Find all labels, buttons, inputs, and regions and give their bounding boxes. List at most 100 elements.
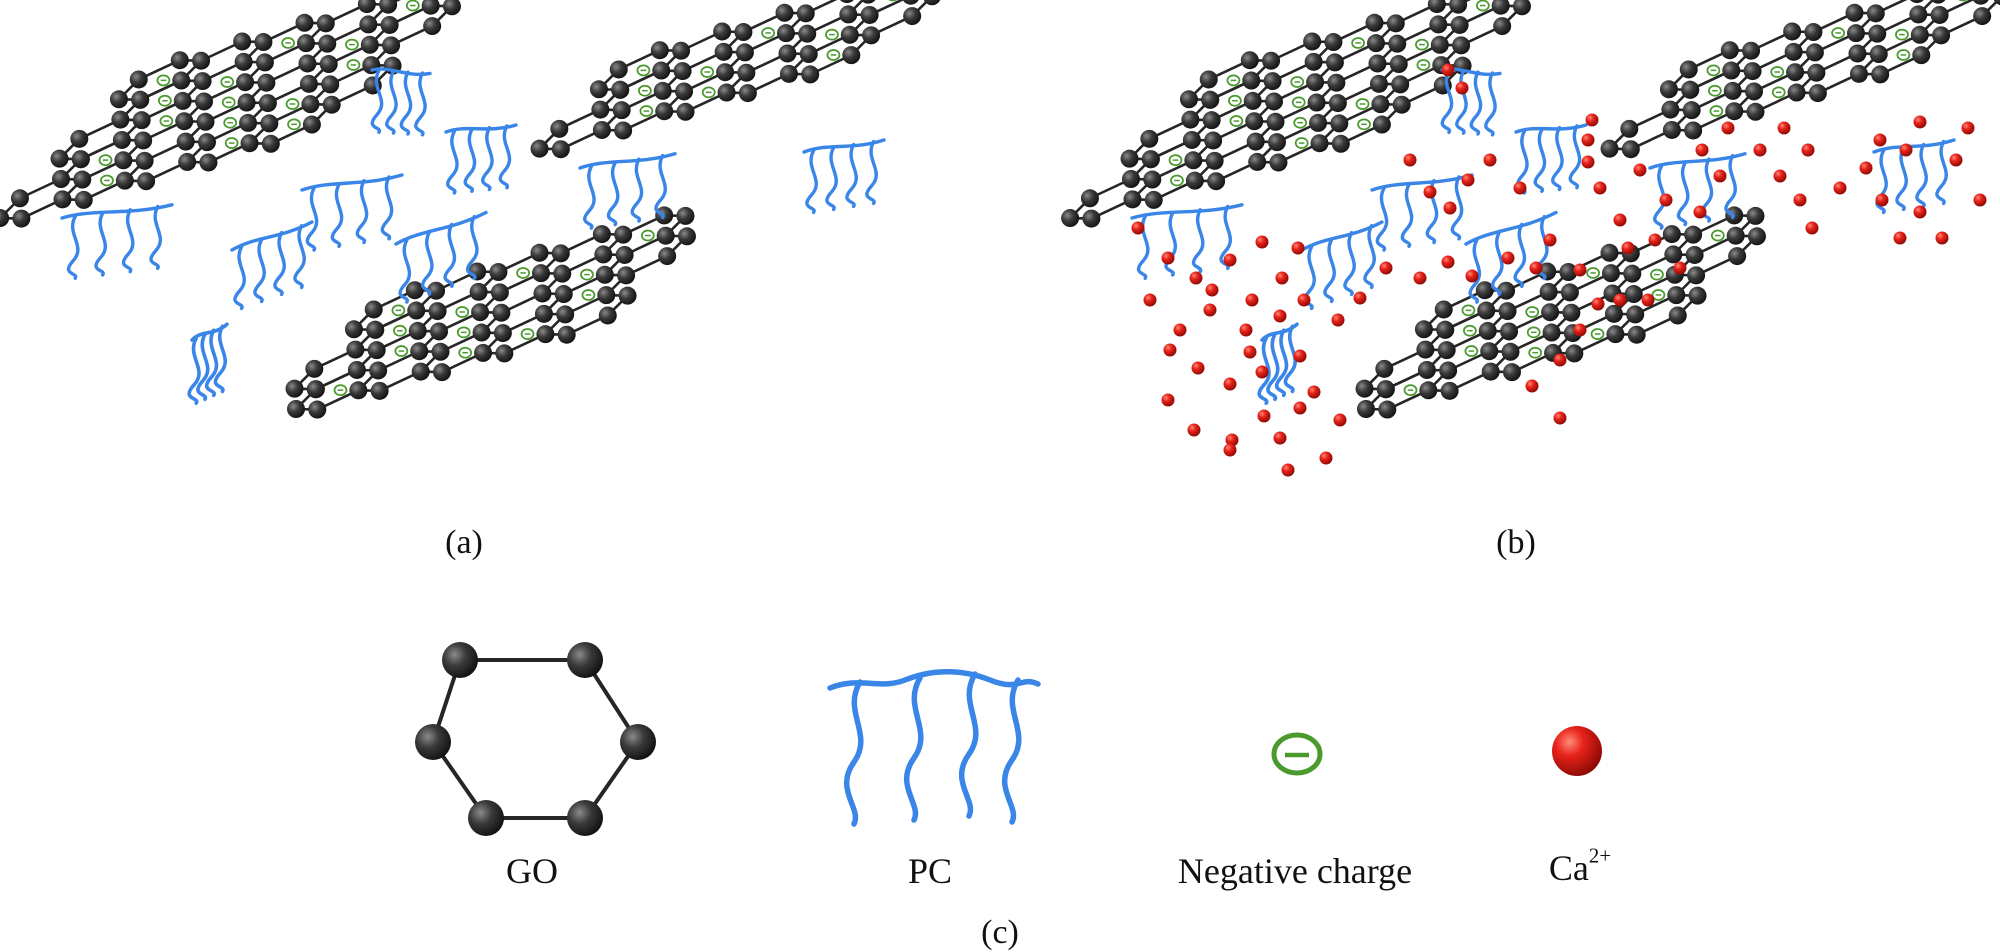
go-atom [1437,341,1456,360]
pc-side-chain [583,164,596,230]
pc-polymer [1514,123,1588,195]
pc-polymer [444,123,518,195]
pc-side-chain [1513,222,1527,289]
go-atom [193,72,212,91]
go-atom [614,225,633,244]
go-atom [1805,43,1824,62]
pc-side-chain [1440,68,1454,134]
go-atom [132,111,151,130]
go-atom [1667,286,1686,305]
go-atom [1365,13,1384,32]
go-atom [551,244,570,263]
charge-ring [1958,0,1968,2]
go-atom [306,380,325,399]
pc-polymer [802,138,886,215]
go-bonds [293,214,688,411]
go-atom [1372,115,1391,134]
pc-side-chain [1535,214,1549,281]
go-atom [1439,361,1458,380]
go-atom [415,724,451,760]
negative-charge-icon [1351,37,1365,49]
negative-charge-icon [1831,27,1845,39]
negative-charge-icon [220,76,235,88]
go-atom [1477,301,1496,320]
go-atom [347,360,366,379]
negative-charge-icon [1590,328,1605,340]
go-atom [1500,322,1519,341]
go-atom [1307,93,1326,112]
go-atom [1144,190,1163,209]
go-atom [410,342,429,361]
negative-charge-icon [1294,137,1309,149]
go-atom [554,285,573,304]
go-atom [0,209,10,228]
go-atom [1560,283,1579,302]
negative-charge-icon [520,328,535,340]
ca-ion [1553,353,1567,367]
go-atom [1324,33,1343,52]
go-atom [52,170,70,188]
go-atom [534,304,553,323]
go-atom [1475,281,1494,300]
negative-charge-icon [826,49,841,61]
pc-side-chain [630,157,644,223]
ca-ion [1899,143,1913,157]
pc-polymer [1370,173,1474,252]
negative-charge-icon [1895,28,1909,41]
negative-charge-icon [516,267,530,279]
pc-side-chain [196,332,210,402]
ca-ion [1443,201,1457,215]
go-atom [567,800,603,836]
go-atom [1728,247,1747,266]
ca-ion [1187,423,1201,437]
go-atom [737,63,756,82]
go-atom [1688,286,1707,305]
ca-ion [1833,181,1847,195]
go-atom [257,73,276,92]
pc-side-chain [498,124,512,190]
go-atom [53,190,72,209]
ca-ion [1777,121,1791,135]
go-atom [1746,206,1765,225]
pc-side-chain [1700,157,1714,223]
go-atom [1725,102,1744,121]
go-sheet [285,206,696,419]
go-charges [1168,0,1490,187]
pc-polymer [1257,322,1299,406]
go-atom [1325,53,1344,72]
go-atom [614,121,633,140]
go-atom [135,151,154,170]
pc-side-chain [1568,124,1582,190]
negative-charge-icon [1710,229,1725,242]
go-atom [1417,360,1436,379]
negative-charge-icon [1896,49,1911,61]
go-atom [370,381,389,400]
go-atom [137,172,156,191]
go-atom [1416,340,1435,359]
go-atom [199,153,218,172]
go-atom [656,226,675,245]
negative-charge-icon [285,98,300,110]
legend-label-pc: PC [907,851,953,891]
go-atom [1846,24,1865,43]
pc-side-chain [305,186,319,252]
go-atom [1434,300,1453,319]
negative-charge-icon [1771,86,1786,99]
go-atom [799,45,818,64]
ca-ion [1591,297,1605,311]
negative-charge-icon [458,346,473,359]
go-atom [1909,5,1928,24]
go-atom [1659,80,1678,99]
ca-ion [1543,233,1557,247]
go-atom [1355,379,1374,398]
go-atom [111,110,130,129]
go-atom [1502,363,1521,382]
ca-ion [1131,221,1145,235]
panel-label-b: (b) [1496,524,1536,561]
ca-ion [1529,261,1543,275]
pc-side-chain [1724,153,1738,220]
negative-charge-icon [761,27,775,39]
ca-ion [1455,81,1469,95]
negative-charge-icon [98,154,113,166]
go-atom [349,381,368,400]
